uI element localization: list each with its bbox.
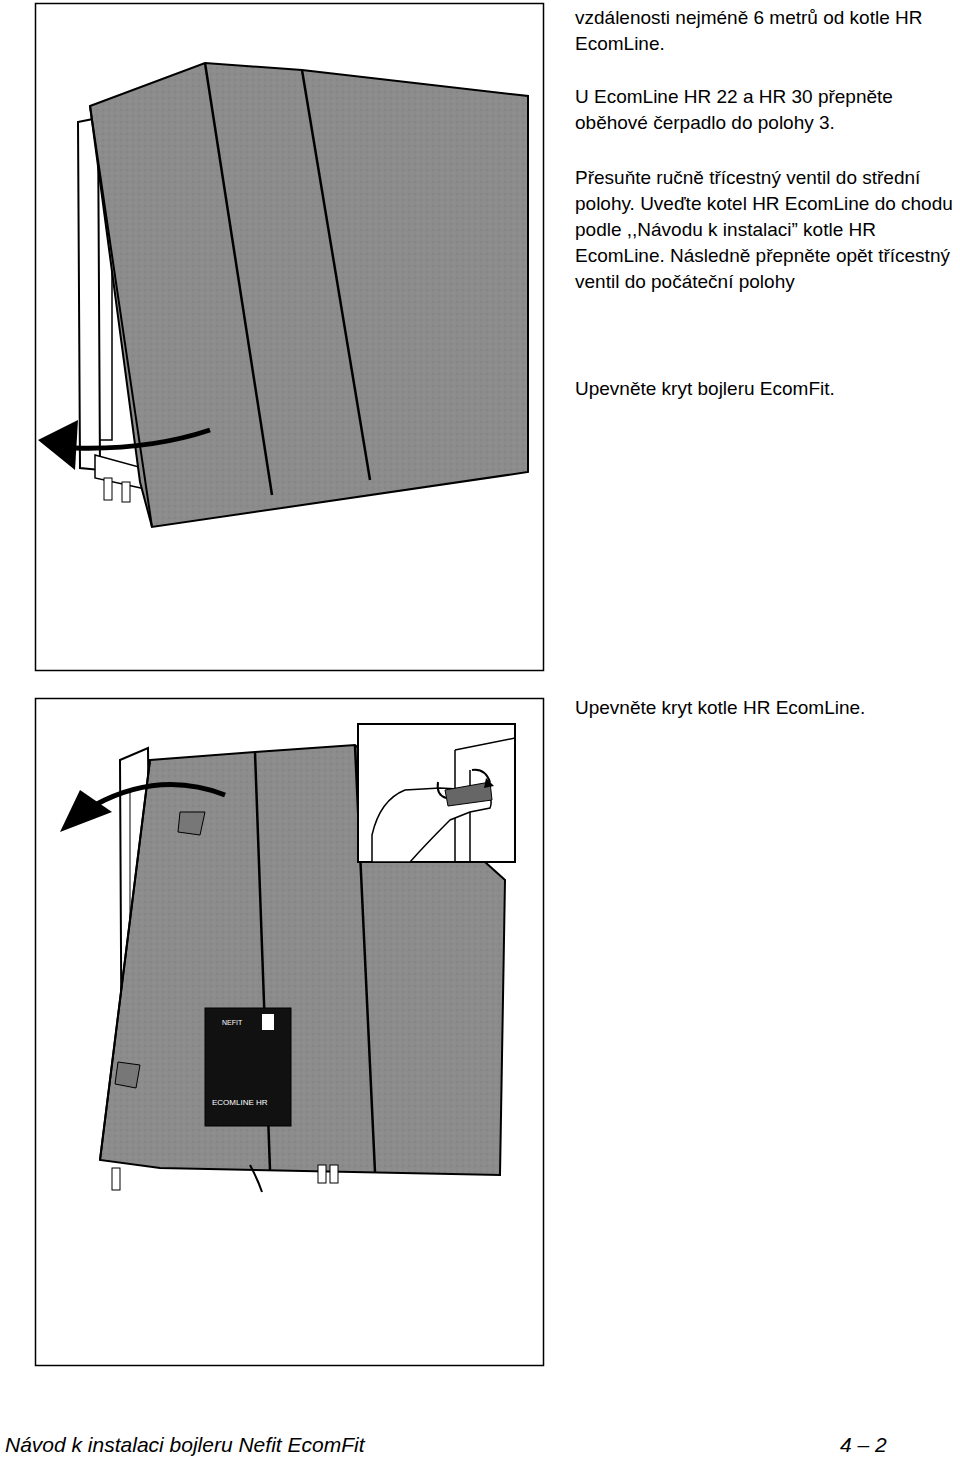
instruction-text: Upevněte kryt bojleru EcomFit.	[575, 376, 959, 402]
instruction-text: Přesuňte ručně třícestný ventil do střed…	[575, 165, 959, 295]
footer-title: Návod k instalaci bojleru Nefit EcomFit	[5, 1432, 605, 1458]
instruction-text: U EcomLine HR 22 a HR 30 přepněte oběhov…	[575, 84, 959, 136]
brand-label: NEFIT	[222, 1018, 262, 1028]
detail-inset	[358, 724, 515, 862]
page-number: 4 – 2	[840, 1432, 950, 1458]
model-label: ECOMLINE HR	[212, 1098, 288, 1108]
instruction-text: vzdálenosti nejméně 6 metrů od kotle HR …	[575, 5, 959, 57]
boiler-cover-figure	[60, 745, 505, 1192]
boiler-cover-figure	[38, 63, 528, 527]
instruction-text: Upevněte kryt kotle HR EcomLine.	[575, 695, 959, 721]
figure-frame	[36, 699, 544, 1366]
figure-frame	[36, 4, 544, 671]
